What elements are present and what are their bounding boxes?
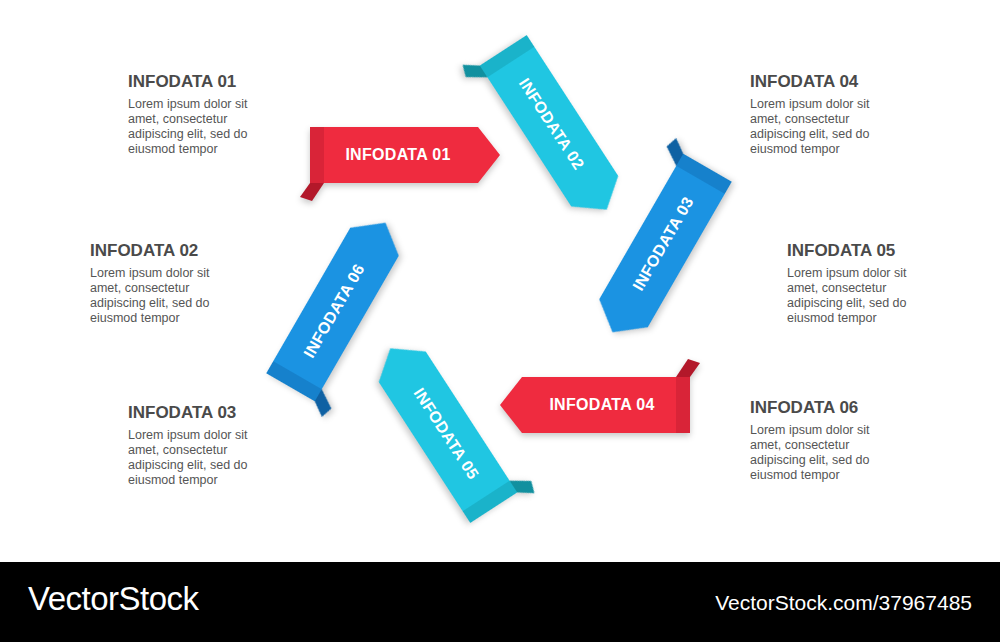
ribbon-fold bbox=[459, 57, 487, 87]
info-description: Lorem ipsum dolor sit amet, consectetur … bbox=[750, 97, 900, 157]
ribbon-fold bbox=[676, 359, 700, 377]
ribbon-shade bbox=[463, 481, 518, 523]
info-heading: INFODATA 05 bbox=[787, 241, 895, 261]
info-heading: INFODATA 06 bbox=[750, 398, 858, 418]
ribbon-arrow: INFODATA 02 bbox=[480, 35, 630, 225]
ribbon-shade bbox=[480, 35, 535, 77]
ribbon-arrow: INFODATA 04 bbox=[500, 377, 690, 433]
watermark-url: VectorStock.com/37967485 bbox=[715, 591, 972, 615]
ribbon-body bbox=[310, 127, 500, 183]
ribbon-body bbox=[588, 154, 731, 347]
ribbon-arrow: INFODATA 05 bbox=[367, 333, 517, 523]
ribbon-arrow: INFODATA 01 bbox=[310, 127, 500, 183]
ribbon-fold bbox=[300, 183, 324, 201]
info-heading: INFODATA 03 bbox=[128, 403, 236, 423]
ribbon-body bbox=[266, 209, 409, 402]
ribbon-shade bbox=[266, 361, 321, 401]
info-description: Lorem ipsum dolor sit amet, consectetur … bbox=[90, 266, 240, 326]
ribbon-body bbox=[500, 377, 690, 433]
ribbon-label: INFODATA 01 bbox=[345, 146, 450, 164]
ribbon-body bbox=[367, 333, 517, 523]
ribbon-shade bbox=[676, 377, 690, 433]
ribbon-shade bbox=[310, 127, 324, 183]
info-description: Lorem ipsum dolor sit amet, consectetur … bbox=[128, 428, 278, 488]
info-description: Lorem ipsum dolor sit amet, consectetur … bbox=[750, 423, 900, 483]
info-heading: INFODATA 04 bbox=[750, 72, 858, 92]
watermark: VectorStock bbox=[28, 580, 199, 618]
info-description: Lorem ipsum dolor sit amet, consectetur … bbox=[787, 266, 937, 326]
watermark-bar bbox=[0, 562, 1000, 642]
ribbon-body bbox=[480, 35, 630, 225]
info-heading: INFODATA 02 bbox=[90, 241, 198, 261]
ribbon-fold bbox=[510, 471, 538, 501]
info-description: Lorem ipsum dolor sit amet, consectetur … bbox=[128, 97, 278, 157]
info-heading: INFODATA 01 bbox=[128, 72, 236, 92]
ribbon-label: INFODATA 04 bbox=[549, 396, 654, 414]
ribbon-shade bbox=[676, 154, 731, 194]
